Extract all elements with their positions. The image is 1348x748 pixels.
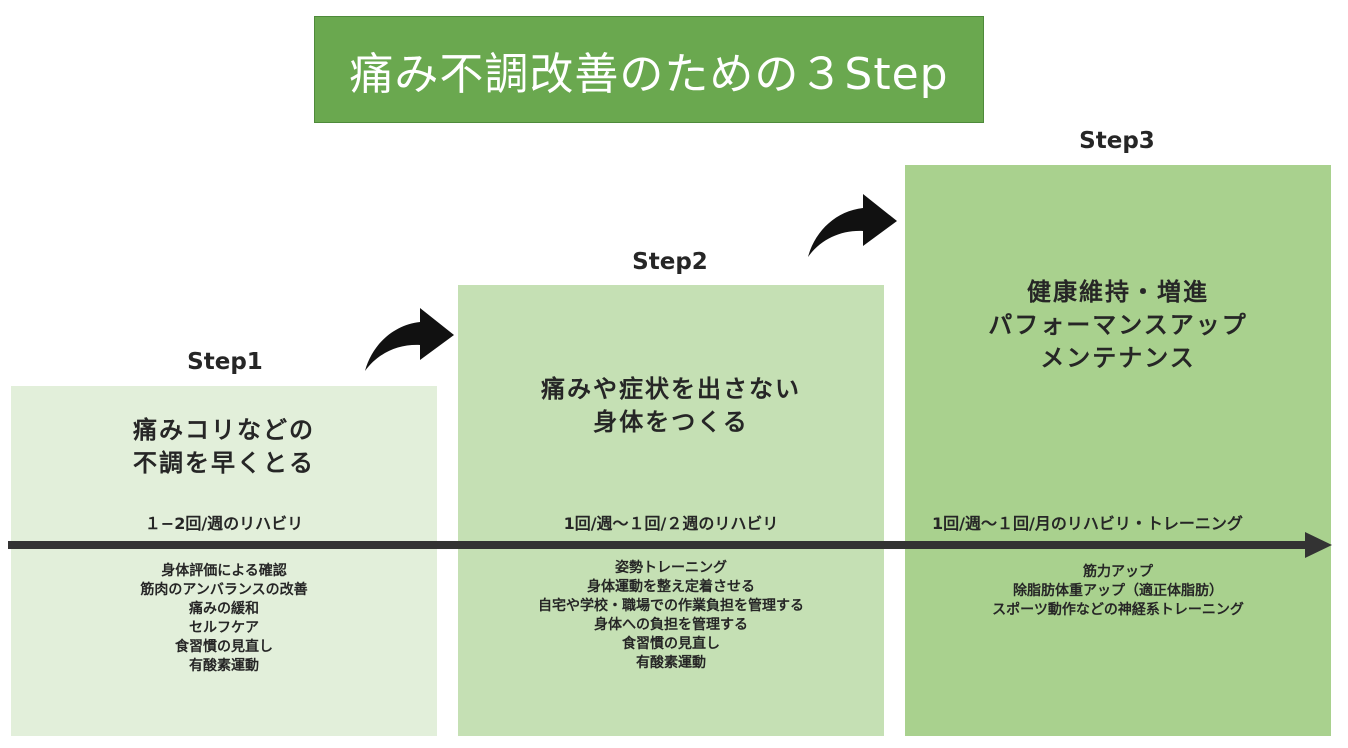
step3-action-item: 除脂肪体重アップ（適正体脂肪） (1013, 583, 1223, 599)
step3-heading: 健康維持・増進 パフォーマンスアップ メンテナンス (988, 278, 1248, 372)
step1-frequency: １−2回/週のリハビリ (144, 514, 304, 533)
step2-action-item: 自宅や学校・職場での作業負担を管理する (538, 598, 804, 614)
step3-frequency: 1回/週〜１回/月のリハビリ・トレーニング (932, 514, 1243, 533)
step3-panel: 健康維持・増進 パフォーマンスアップ メンテナンス 1回/週〜１回/月のリハビリ… (905, 165, 1331, 736)
step3-action-list: 筋力アップ 除脂肪体重アップ（適正体脂肪） スポーツ動作などの神経系トレーニング (905, 563, 1331, 620)
step2-frequency: 1回/週〜１回/２週のリハビリ (563, 514, 779, 533)
step1-action-item: 身体評価による確認 (161, 563, 287, 579)
timeline-arrow (8, 532, 1332, 558)
step2-action-item: 身体への負担を管理する (594, 617, 748, 633)
step1-action-item: 痛みの緩和 (189, 601, 259, 617)
step2-action-item: 有酸素運動 (636, 655, 706, 671)
curved-arrow-step1-to-step2 (365, 308, 454, 371)
step3-action-item: 筋力アップ (1083, 564, 1153, 580)
diagram-title: 痛み不調改善のための３Step (314, 16, 984, 123)
step2-label: Step2 (632, 249, 708, 275)
step1-action-item: 有酸素運動 (189, 658, 259, 674)
step2-action-item: 身体運動を整え定着させる (587, 579, 755, 595)
step3-label: Step3 (1079, 128, 1155, 154)
step1-heading: 痛みコリなどの 不調を早くとる (133, 416, 315, 477)
step1-label: Step1 (187, 349, 263, 375)
step2-action-list: 姿勢トレーニング 身体運動を整え定着させる 自宅や学校・職場での作業負担を管理す… (458, 559, 884, 673)
step1-action-item: セルフケア (189, 620, 259, 636)
step1-panel: 痛みコリなどの 不調を早くとる １−2回/週のリハビリ 身体評価による確認 筋肉… (11, 386, 437, 736)
step2-action-item: 姿勢トレーニング (615, 560, 727, 576)
step1-action-list: 身体評価による確認 筋肉のアンバランスの改善 痛みの緩和 セルフケア 食習慣の見… (11, 562, 437, 676)
step2-heading: 痛みや症状を出さない 身体をつくる (541, 375, 801, 436)
step2-action-item: 食習慣の見直し (622, 636, 720, 652)
curved-arrow-step2-to-step3 (808, 194, 897, 257)
step2-panel: 痛みや症状を出さない 身体をつくる 1回/週〜１回/２週のリハビリ 姿勢トレーニ… (458, 285, 884, 736)
step1-action-item: 食習慣の見直し (175, 639, 273, 655)
step1-action-item: 筋肉のアンバランスの改善 (140, 582, 308, 598)
step3-action-item: スポーツ動作などの神経系トレーニング (992, 602, 1244, 618)
